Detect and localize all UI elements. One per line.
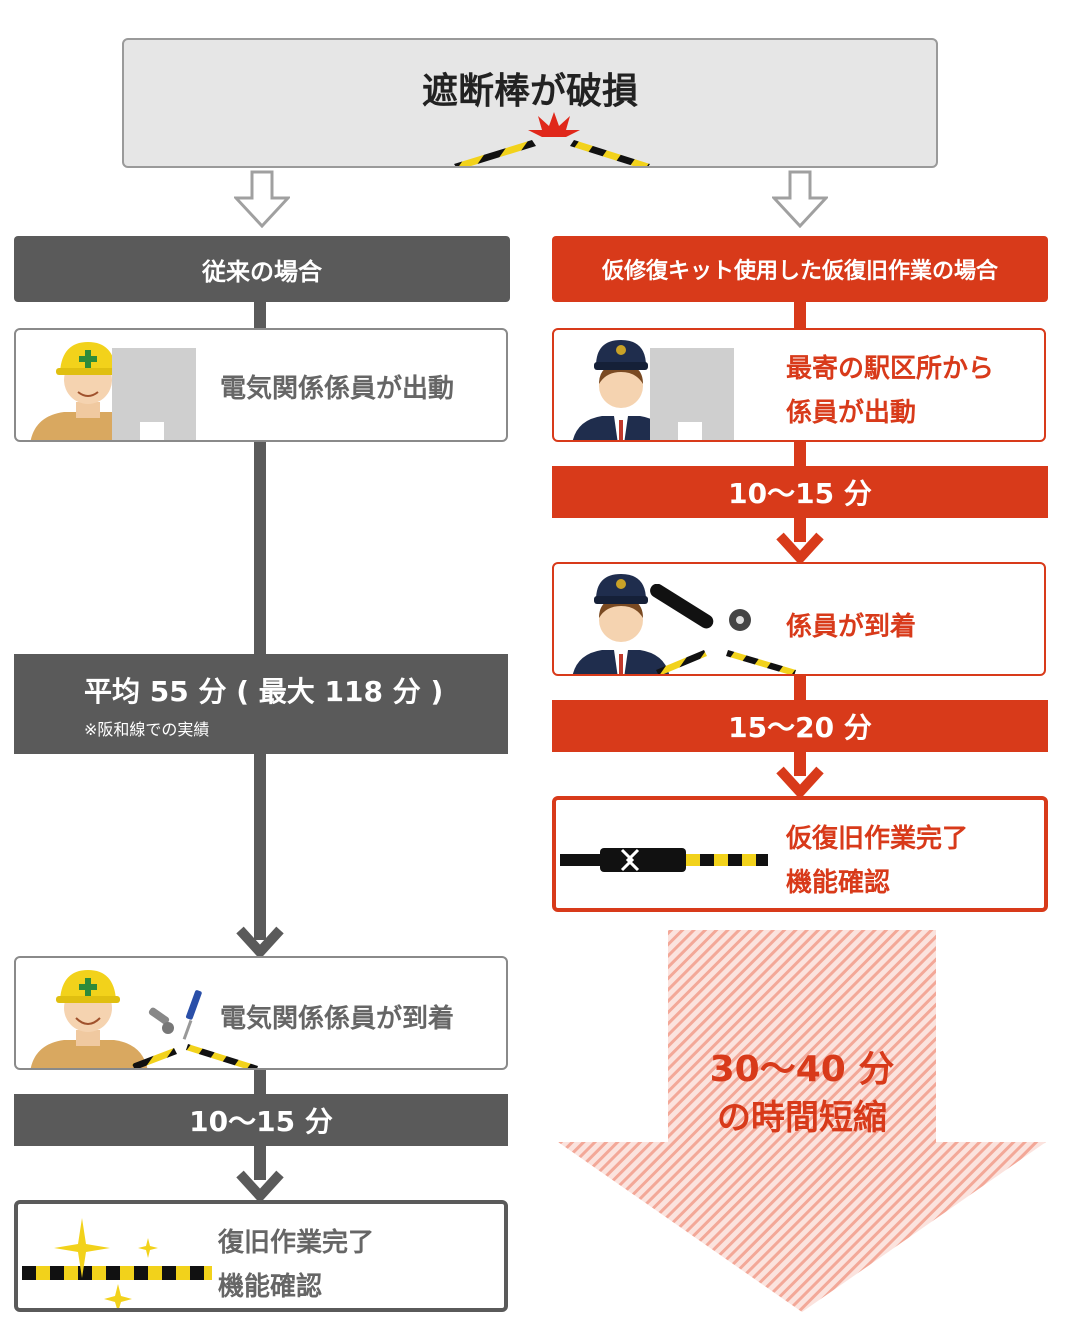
time-saving-arrow (558, 930, 1046, 1312)
left-done-line2: 機能確認 (218, 1272, 323, 1302)
right-duration2-text: 15～20 分 (728, 711, 872, 744)
right-done-line2: 機能確認 (786, 868, 891, 898)
left-average-text: 平均 55 分 ( 最大 118 分 ) (84, 675, 444, 708)
right-done-line1: 仮復旧作業完了 (786, 824, 969, 854)
right-step2-card: 係員が到着 (552, 562, 1046, 676)
right-heading-text: 仮修復キット使用した仮復旧作業の場合 (601, 259, 998, 284)
worker-helmet-icon-2 (30, 970, 148, 1068)
right-done-card: 仮復旧作業完了 機能確認 (552, 796, 1048, 912)
station-staff-icon (572, 340, 670, 440)
right-step2-text: 係員が到着 (786, 612, 917, 642)
right-step1-card: 最寄の駅区所から 係員が出動 (552, 328, 1046, 442)
header-box: 遮断棒が破損 (122, 38, 938, 168)
right-arrowhead-icon-2 (776, 766, 824, 800)
left-step1-card: 電気関係係員が出動 (14, 328, 508, 442)
left-average-note: ※阪和線での実績 (84, 720, 210, 739)
down-arrow-right-icon (772, 170, 828, 228)
right-duration2-band: 15～20 分 (552, 700, 1048, 752)
right-flow-line (794, 300, 806, 330)
right-duration1-text: 10～15 分 (728, 477, 872, 510)
left-duration-band: 10～15 分 (14, 1094, 508, 1146)
left-heading: 従来の場合 (14, 236, 510, 302)
down-arrow-left-icon (234, 170, 290, 228)
right-step1-line1: 最寄の駅区所から (786, 354, 995, 384)
left-done-card: 復旧作業完了 機能確認 (14, 1200, 508, 1312)
left-average-band: 平均 55 分 ( 最大 118 分 ) ※阪和線での実績 (14, 654, 508, 754)
right-step1-line2: 係員が出動 (786, 398, 917, 428)
right-arrowhead-icon-1 (776, 532, 824, 566)
locker-graphic (112, 348, 196, 440)
left-arrowhead-icon-2 (236, 1170, 284, 1204)
broken-bar-icon (454, 112, 650, 166)
right-heading: 仮修復キット使用した仮復旧作業の場合 (552, 236, 1048, 302)
right-duration1-band: 10～15 分 (552, 466, 1048, 518)
left-done-line1: 復旧作業完了 (218, 1228, 375, 1258)
repaired-bar-sparkle-icon (22, 1218, 212, 1308)
left-step2-card: 電気関係係員が到着 (14, 956, 508, 1070)
repair-kit-tape-icon (650, 584, 796, 674)
left-arrowhead-icon (236, 926, 284, 960)
left-flow-line (254, 300, 266, 940)
header-title: 遮断棒が破損 (421, 71, 638, 112)
tools-icon (132, 990, 258, 1068)
left-step2-text: 電気関係係員が到着 (220, 1004, 455, 1034)
summary-line1: 30～40 分 (709, 1049, 895, 1090)
temporary-repaired-bar-icon (560, 848, 768, 872)
left-duration-text: 10～15 分 (189, 1105, 333, 1138)
station-staff-icon-2 (572, 574, 670, 674)
locker-graphic-right (650, 348, 734, 440)
summary-line2: の時間短縮 (717, 1098, 887, 1138)
left-step1-text: 電気関係係員が出動 (220, 374, 455, 404)
left-heading-text: 従来の場合 (202, 257, 322, 286)
